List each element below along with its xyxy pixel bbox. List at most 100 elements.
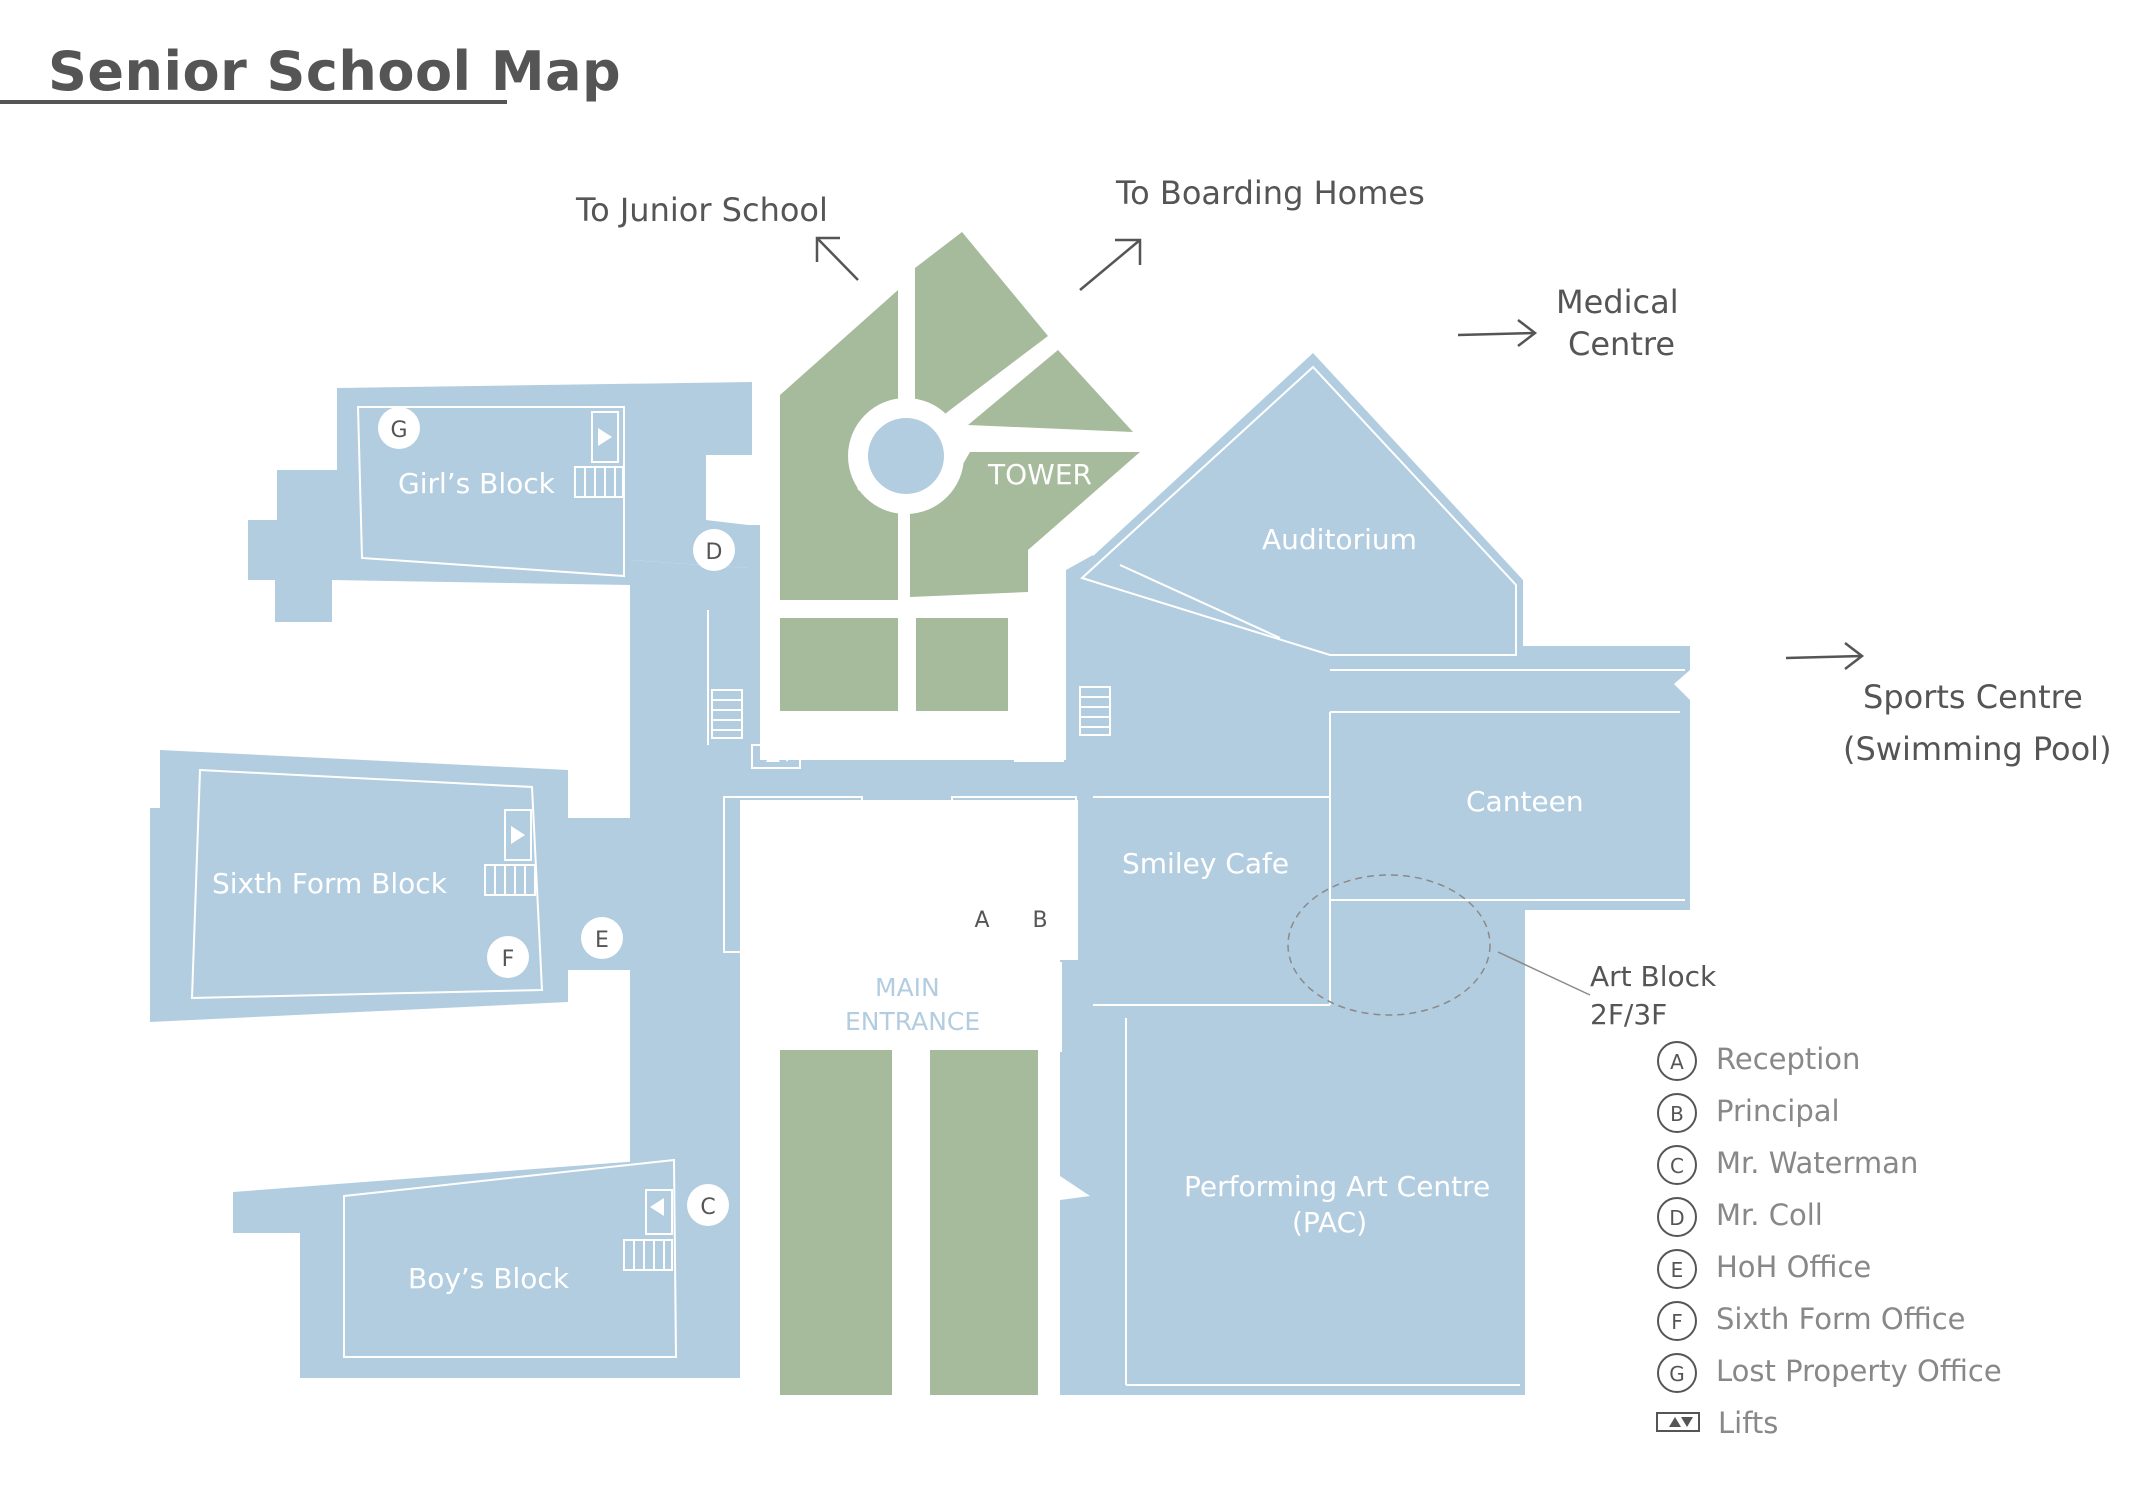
- legend-item: D Mr. Coll: [1657, 1197, 1823, 1237]
- lifts: [511, 428, 1064, 1216]
- legend-item: A Reception: [1657, 1041, 1860, 1081]
- legend-label: Mr. Coll: [1716, 1198, 1823, 1232]
- legend-letter: A: [1670, 1050, 1684, 1074]
- entrance-lawn-left: [780, 1050, 892, 1395]
- label-main-line2: ENTRANCE: [845, 1007, 980, 1036]
- legend-letter: B: [1670, 1102, 1684, 1126]
- legend-item: C Mr. Waterman: [1657, 1145, 1918, 1185]
- label-library: Library: [748, 863, 846, 896]
- lift-icon: [1014, 737, 1064, 762]
- label-boarding-homes: To Boarding Homes: [1115, 174, 1425, 212]
- label-pac-line1: Performing Art Centre: [1184, 1170, 1490, 1203]
- legend-letter: D: [1669, 1206, 1684, 1230]
- stairs-girls-block: [574, 466, 624, 498]
- svg-text:C: C: [700, 1195, 715, 1220]
- lift-icon: [511, 826, 525, 844]
- label-sports-line1: Sports Centre: [1863, 678, 2083, 716]
- marker-a[interactable]: A: [961, 897, 1003, 939]
- entrance-lawn-right: [930, 1050, 1038, 1395]
- page-title: Senior School Map: [48, 40, 622, 103]
- label-medical-line1: Medical: [1556, 283, 1679, 321]
- garden-sw: [780, 618, 898, 711]
- corridor-notch: [898, 740, 918, 756]
- label-smiley-cafe: Smiley Cafe: [1122, 847, 1289, 880]
- label-boys-block: Boy’s Block: [408, 1262, 570, 1295]
- garden-n: [915, 232, 1048, 438]
- legend-letter: F: [1671, 1310, 1683, 1334]
- legend-letter: E: [1671, 1258, 1684, 1282]
- arrow-junior-school: [815, 236, 859, 281]
- legend-label: HoH Office: [1716, 1250, 1871, 1284]
- legend-label: Reception: [1716, 1042, 1860, 1076]
- label-junior-school: To Junior School: [575, 191, 828, 229]
- label-girls-block: Girl’s Block: [398, 467, 556, 500]
- marker-f[interactable]: F: [487, 936, 529, 978]
- buildings: [150, 353, 1690, 1395]
- svg-text:F: F: [502, 947, 515, 972]
- map-markers: G D E F C A B: [378, 407, 1061, 1226]
- direction-labels: To Junior School To Boarding Homes Medic…: [575, 174, 2112, 768]
- staircases: [484, 466, 1111, 1271]
- map-legend: A Reception B Principal C Mr. Waterman D…: [1656, 1041, 2002, 1440]
- lift-icon: [751, 744, 801, 769]
- label-tower: TOWER: [987, 458, 1092, 491]
- building-east-wing[interactable]: [1060, 353, 1690, 1395]
- label-main-line1: MAIN: [875, 973, 940, 1002]
- label-sports-line2: (Swimming Pool): [1843, 730, 2112, 768]
- art-block-pointer: [1497, 951, 1591, 996]
- marker-b[interactable]: B: [1019, 897, 1061, 939]
- garden-se: [916, 618, 1008, 711]
- label-pac-line2: (PAC): [1292, 1206, 1367, 1239]
- legend-label: Lost Property Office: [1716, 1354, 2002, 1388]
- marker-e[interactable]: E: [581, 917, 623, 959]
- label-auditorium: Auditorium: [1262, 523, 1417, 556]
- art-block-outline[interactable]: [1287, 874, 1491, 1016]
- entrance-labels: MAIN ENTRANCE: [845, 973, 980, 1036]
- label-art-line2: 2F/3F: [1590, 998, 1667, 1031]
- art-block-label: Art Block 2F/3F: [1590, 960, 1717, 1031]
- legend-letter: G: [1669, 1362, 1685, 1386]
- garden-ne: [968, 350, 1133, 432]
- main-entrance-arch: [872, 926, 944, 962]
- svg-text:B: B: [1032, 908, 1047, 933]
- legend-label: Sixth Form Office: [1716, 1302, 1966, 1336]
- lift-icon: [1656, 1412, 1700, 1432]
- arrow-sports-centre: [1785, 642, 1865, 670]
- legend-item: E HoH Office: [1657, 1249, 1871, 1289]
- lift-icon: [650, 1198, 664, 1216]
- marker-g[interactable]: G: [378, 407, 420, 449]
- room-labels: Girl’s Block TOWER Auditorium Canteen Si…: [212, 458, 1584, 1295]
- label-support-line1: Support: [973, 807, 1068, 835]
- building-girls-block[interactable]: [248, 382, 752, 622]
- boys-block-corner[interactable]: [690, 1240, 742, 1378]
- marker-d[interactable]: D: [693, 529, 735, 571]
- legend-label: Lifts: [1718, 1406, 1778, 1440]
- legend-label: Principal: [1716, 1094, 1840, 1128]
- arrow-boarding-homes: [1079, 238, 1142, 291]
- tower-fountain: [868, 418, 944, 494]
- svg-text:D: D: [706, 540, 723, 565]
- legend-label: Mr. Waterman: [1716, 1146, 1918, 1180]
- label-canteen: Canteen: [1466, 785, 1584, 818]
- stairs-sixth-form: [484, 864, 536, 896]
- arrow-medical-centre: [1457, 319, 1538, 347]
- svg-text:G: G: [390, 418, 407, 443]
- svg-text:E: E: [595, 928, 609, 953]
- legend-letter: C: [1670, 1154, 1684, 1178]
- interior-lines: [190, 365, 1685, 1386]
- marker-c[interactable]: C: [687, 1184, 729, 1226]
- building-boys-block[interactable]: [233, 1158, 742, 1378]
- stairs-corridor: [711, 689, 743, 739]
- main-entrance-plaza: [740, 962, 1062, 1052]
- central-corridor[interactable]: [630, 525, 1093, 960]
- label-sixth-form-block: Sixth Form Block: [212, 867, 448, 900]
- svg-text:A: A: [974, 908, 989, 933]
- label-support-line2: Teams: [981, 839, 1058, 867]
- stairs-east: [1079, 686, 1111, 736]
- legend-item: F Sixth Form Office: [1657, 1301, 1966, 1341]
- legend-item: B Principal: [1657, 1093, 1840, 1133]
- stairs-boys-block: [623, 1239, 673, 1271]
- title-underline: [0, 100, 507, 104]
- legend-item-lifts: Lifts: [1656, 1406, 1778, 1440]
